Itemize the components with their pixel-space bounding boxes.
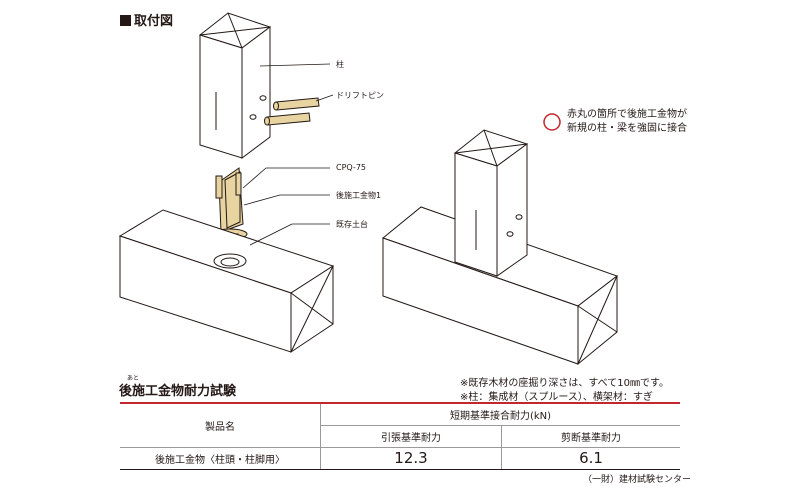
install-title-text: 取付図 bbox=[134, 14, 174, 29]
label-retrofit-hardware: 後施工金物1 bbox=[336, 191, 382, 200]
table-row: 後施工金物〈柱頭・柱脚用〉 12.3 6.1 bbox=[120, 447, 680, 470]
legend-text: 赤丸の箇所で後施工金物が新規の柱・梁を強固に接合 bbox=[567, 109, 687, 134]
assembled-drawing bbox=[381, 129, 619, 366]
drift-pin-drawing bbox=[264, 97, 320, 126]
label-drift-pin: ドリフトピン bbox=[336, 91, 384, 100]
source-credit: （一財）建材試験センター bbox=[583, 475, 692, 485]
results-table: 製品名 短期基準接合耐力(kN) 引張基準耐力 剪断基準耐力 後施工金物〈柱頭・… bbox=[120, 402, 680, 470]
note-depth: ※既存木材の座掘り深さは、すべて10㎜です。 bbox=[460, 378, 670, 389]
title-ruby: あと bbox=[127, 375, 140, 382]
pillar-drawing bbox=[198, 12, 272, 159]
cell-shear: 6.1 bbox=[501, 447, 680, 470]
sill-drawing bbox=[118, 209, 335, 353]
note-materials: ※柱：集成材（スプルース）、横架材：すぎ bbox=[460, 392, 653, 403]
header-product: 製品名 bbox=[120, 402, 321, 448]
install-diagram-title: 取付図 bbox=[120, 10, 173, 29]
square-bullet-icon bbox=[120, 15, 131, 26]
label-pillar: 柱 bbox=[336, 60, 344, 69]
label-cpq: CPQ-75 bbox=[336, 163, 366, 172]
header-group: 短期基準接合耐力(kN) bbox=[320, 402, 680, 426]
label-existing-sill: 既存土台 bbox=[336, 220, 368, 229]
header-tension: 引張基準耐力 bbox=[320, 425, 502, 448]
leader-lines bbox=[242, 63, 334, 246]
cell-tension: 12.3 bbox=[320, 447, 502, 470]
red-circle-icon bbox=[543, 113, 561, 131]
test-title: 後施工金物耐力試験 bbox=[119, 384, 237, 399]
cell-product: 後施工金物〈柱頭・柱脚用〉 bbox=[120, 447, 321, 470]
header-shear: 剪断基準耐力 bbox=[501, 425, 680, 448]
